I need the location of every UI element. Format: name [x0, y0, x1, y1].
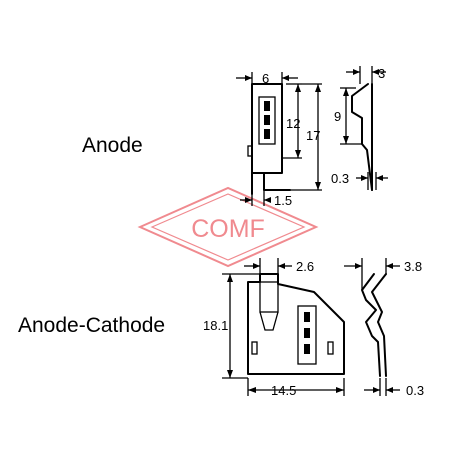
anode-width-dim: 6 [262, 71, 269, 86]
anode-tab-dim: 1.5 [274, 193, 292, 208]
ac-tab-width-dim: 2.6 [296, 259, 314, 274]
anode-thickness-dim: 0.3 [331, 171, 349, 186]
ac-thickness-dim: 0.3 [406, 383, 424, 398]
anode-label: Anode [82, 134, 143, 157]
watermark-logo-text: COMF [191, 215, 265, 243]
anode-front-view [247, 83, 291, 195]
watermark-diamond-outer [137, 186, 319, 268]
anode-cathode-front-view [247, 273, 345, 375]
anode-side-dimensions: 3 9 0.3 [331, 66, 388, 190]
anode-thickness-top-dim: 3 [378, 66, 385, 81]
watermark: COMF [137, 186, 319, 268]
anode-height-inner-dim: 12 [286, 116, 300, 131]
ac-depth-dim: 3.8 [404, 259, 422, 274]
ac-height-dim: 18.1 [203, 318, 228, 333]
anode-cathode-side-view [361, 273, 387, 377]
anode-dimensions: 6 12 17 1.5 [236, 71, 322, 208]
anode-height-total-dim: 17 [306, 128, 320, 143]
anode-cathode-front-dimensions: 2.6 18.1 14.5 [203, 258, 345, 398]
watermark-diamond-inner [150, 193, 306, 261]
anode-spring-height-dim: 9 [334, 109, 341, 124]
anode-side-view [351, 83, 373, 191]
anode-cathode-side-dimensions: 3.8 0.3 [344, 258, 424, 398]
anode-cathode-label: Anode-Cathode [18, 314, 165, 337]
ac-width-dim: 14.5 [271, 383, 296, 398]
